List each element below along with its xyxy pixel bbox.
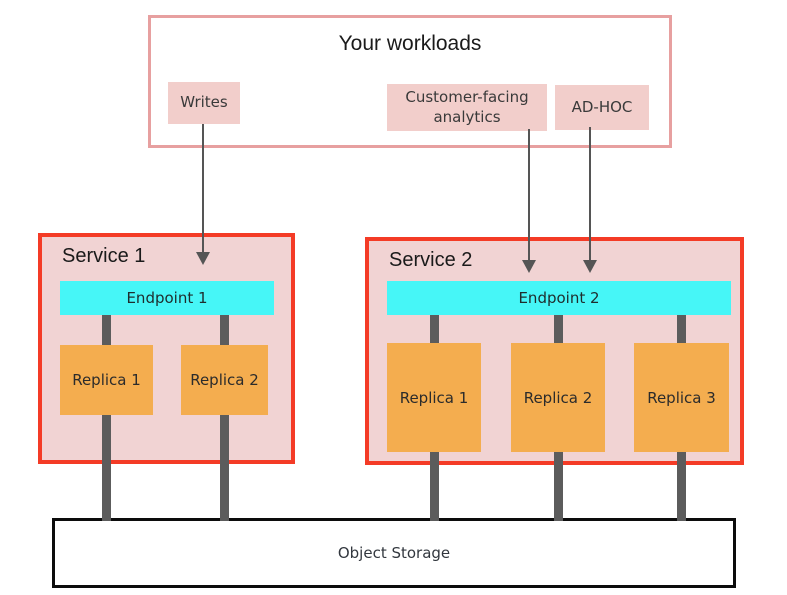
arrow-analytics-to-endpoint2	[528, 129, 530, 261]
workload-writes-box: Writes	[168, 82, 240, 124]
service-1-replica-2-label: Replica 2	[190, 371, 259, 389]
connector-s2-replica1-storage	[430, 452, 439, 521]
connector-endpoint2-replica1	[430, 315, 439, 343]
service-2-replica-1-label: Replica 1	[399, 388, 469, 407]
arrowhead-writes-to-endpoint1	[196, 252, 210, 265]
service-1-replica-2-box: Replica 2	[181, 345, 268, 415]
connector-s1-replica2-storage	[220, 415, 229, 521]
service-1-endpoint-label: Endpoint 1	[126, 289, 208, 307]
service-2-replica-3-box: Replica 3	[634, 343, 729, 452]
service-2-endpoint-bar: Endpoint 2	[387, 281, 731, 315]
service-2-replica-1-box: Replica 1	[387, 343, 481, 452]
arrowhead-adhoc-to-endpoint2	[583, 260, 597, 273]
service-1-replica-1-label: Replica 1	[72, 371, 141, 389]
arrow-writes-to-endpoint1	[202, 124, 204, 253]
workload-ad-hoc-box: AD-HOC	[555, 85, 649, 130]
workload-customer-facing-analytics-label: Customer-facing analytics	[405, 88, 529, 126]
service-1-title: Service 1	[62, 245, 146, 267]
connector-s2-replica2-storage	[554, 452, 563, 521]
service-2-replica-2-label: Replica 2	[523, 388, 593, 407]
object-storage-box: Object Storage	[52, 518, 736, 588]
connector-s2-replica3-storage	[677, 452, 686, 521]
service-2-replica-2-box: Replica 2	[511, 343, 605, 452]
connector-endpoint2-replica2	[554, 315, 563, 343]
service-1-replica-1-box: Replica 1	[60, 345, 153, 415]
service-1-endpoint-bar: Endpoint 1	[60, 281, 274, 315]
arrowhead-analytics-to-endpoint2	[522, 260, 536, 273]
service-2-title: Service 2	[389, 249, 473, 271]
service-2-replica-3-label: Replica 3	[647, 388, 716, 407]
service-2-endpoint-label: Endpoint 2	[518, 289, 600, 307]
object-storage-label: Object Storage	[337, 544, 451, 562]
your-workloads-title: Your workloads	[338, 32, 482, 55]
connector-s1-replica1-storage	[102, 415, 111, 521]
connector-endpoint2-replica3	[677, 315, 686, 343]
connector-endpoint1-replica2	[220, 315, 229, 345]
workload-customer-facing-analytics-box: Customer-facing analytics	[387, 84, 547, 131]
connector-endpoint1-replica1	[102, 315, 111, 345]
workload-ad-hoc-label: AD-HOC	[571, 97, 633, 116]
workload-writes-label: Writes	[180, 93, 228, 112]
arrow-adhoc-to-endpoint2	[589, 127, 591, 261]
